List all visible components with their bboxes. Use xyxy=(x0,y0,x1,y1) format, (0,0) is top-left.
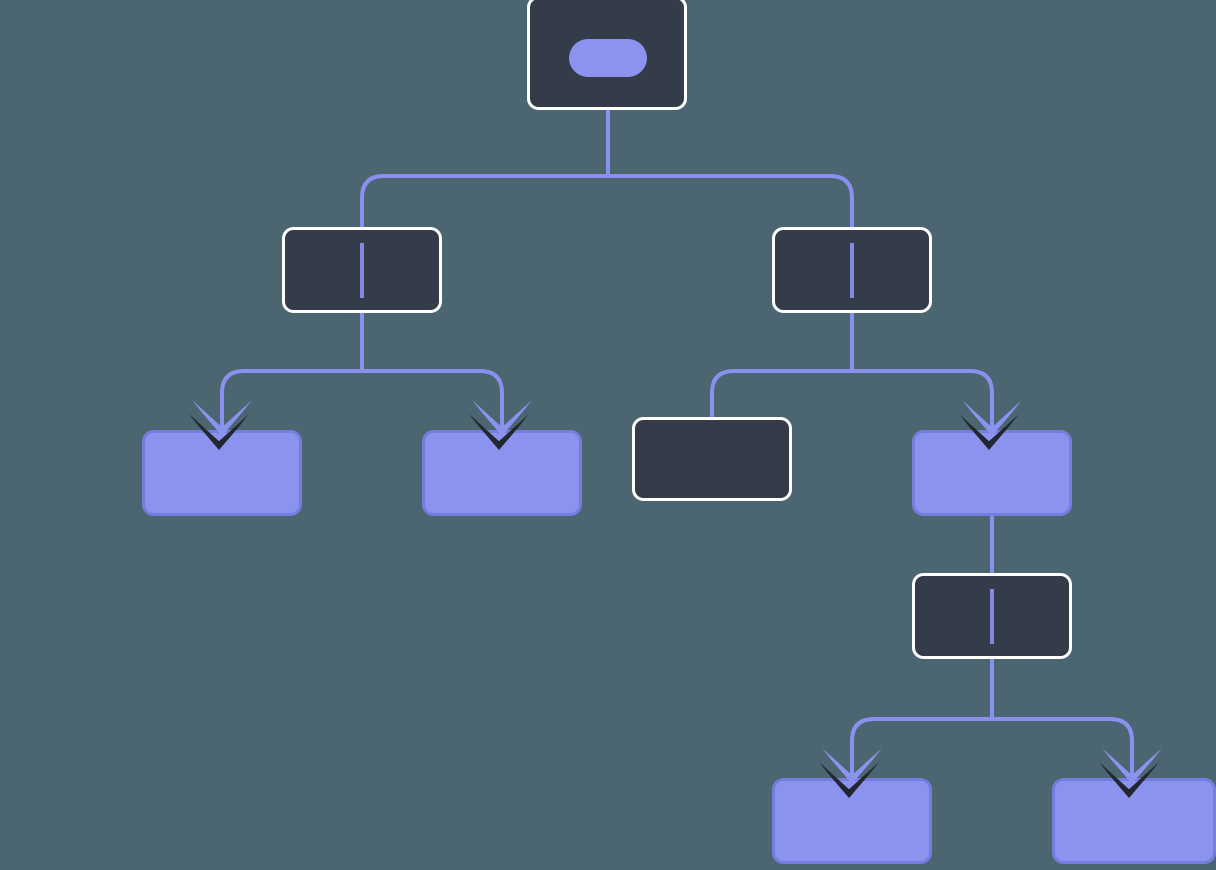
arrow-to-leaf-d xyxy=(959,400,1022,450)
edge-level2-left-to-leaf-b xyxy=(362,369,504,430)
root-node-pill xyxy=(569,39,647,77)
edge-level4-to-leaf-b xyxy=(992,717,1134,778)
level3-dark-node-body[interactable] xyxy=(632,417,792,501)
arrow-to-level5-leaf-a xyxy=(819,748,882,798)
arrows-layer xyxy=(189,400,1162,798)
edge-overlays-layer xyxy=(360,243,994,644)
arrow-to-level5-leaf-b-purple-chevron xyxy=(1102,748,1162,784)
edge-level4-to-leaf-a xyxy=(850,717,992,778)
nodes-layer xyxy=(142,0,1216,864)
arrow-to-leaf-b xyxy=(469,400,532,450)
arrow-to-leaf-b-dark-chevron xyxy=(469,414,529,450)
arrow-to-level5-leaf-b xyxy=(1099,748,1162,798)
arrow-to-level5-leaf-a-dark-chevron xyxy=(819,762,879,798)
arrow-to-leaf-b-purple-chevron xyxy=(472,400,532,436)
arrow-to-level5-leaf-a-purple-chevron xyxy=(822,748,882,784)
edge-level2-left-to-leaf-a xyxy=(220,369,362,430)
arrow-to-leaf-a-purple-chevron xyxy=(192,400,252,436)
arrow-to-leaf-a-dark-chevron xyxy=(189,414,249,450)
arrow-to-leaf-a xyxy=(189,400,252,450)
edge-root-to-level2-left xyxy=(360,174,608,313)
arrow-to-leaf-d-dark-chevron xyxy=(959,414,1019,450)
edge-level2-right-to-leaf-d xyxy=(852,369,994,430)
root-node[interactable] xyxy=(527,0,687,110)
arrow-to-level5-leaf-b-dark-chevron xyxy=(1099,762,1159,798)
edge-level2-right-to-dark-node xyxy=(710,369,852,417)
level3-dark-node[interactable] xyxy=(632,417,792,501)
arrow-to-leaf-d-purple-chevron xyxy=(962,400,1022,436)
edge-root-to-level2-right xyxy=(608,174,854,313)
edges-layer xyxy=(220,58,1134,778)
